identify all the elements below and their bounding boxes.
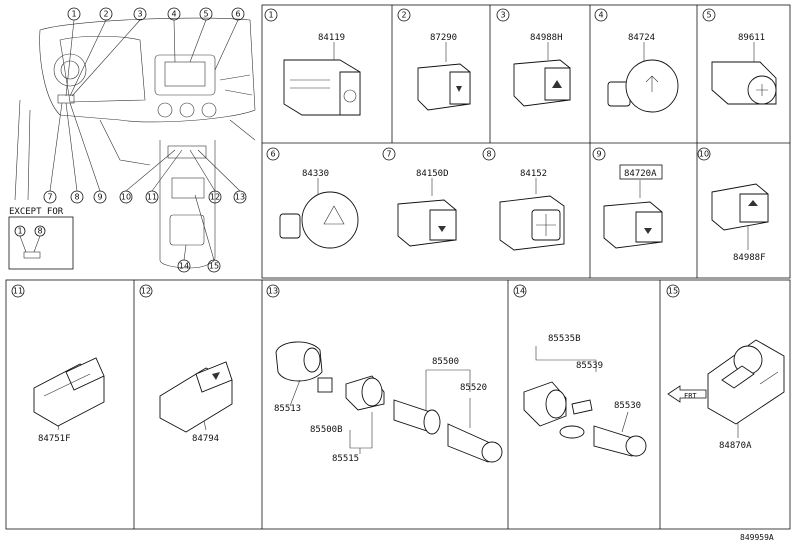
panel-12-marker: 12	[141, 287, 151, 296]
panel-12: 12 84794	[139, 284, 233, 444]
callout-14: 14	[179, 262, 189, 271]
panel-15: 15 84870A FRT	[666, 284, 785, 451]
callout-2: 2	[103, 10, 108, 19]
callout-4: 4	[171, 10, 176, 19]
panel-9: 9 84720A	[592, 147, 663, 249]
panel-7: 7 84150D	[382, 147, 457, 247]
mirror-switch-84870A-illustration	[707, 339, 785, 425]
part-number-84724: 84724	[628, 33, 655, 43]
grid-frames	[5, 4, 791, 530]
panel-14-marker: 14	[515, 287, 525, 296]
panel-8: 8 84152	[482, 147, 565, 251]
panel-4-marker: 4	[598, 11, 603, 20]
part-number-84330: 84330	[302, 169, 329, 179]
panel-10-marker: 10	[699, 150, 709, 159]
panel-13: 13 85513 85500B 85515 85500 85520	[266, 284, 503, 464]
cigarette-lighter-illustration	[275, 341, 503, 463]
frt-label: FRT	[684, 392, 697, 400]
panel-1: 1 84119	[264, 8, 361, 116]
panel-10: 10 84988F	[697, 147, 769, 263]
panel-6: 6 84330	[266, 147, 359, 249]
panel-5: 5 89611	[702, 8, 777, 105]
callout-3: 3	[137, 10, 142, 19]
part-number-84794: 84794	[192, 434, 219, 444]
switch-84330-illustration	[279, 191, 359, 249]
callout-8: 8	[74, 193, 79, 202]
panel-5-marker: 5	[706, 11, 711, 20]
except-label: EXCEPT FOR	[9, 207, 64, 217]
part-number-85515: 85515	[332, 454, 359, 464]
part-number-84988H: 84988H	[530, 33, 563, 43]
callout-13: 13	[235, 193, 245, 202]
panel-8-marker: 8	[486, 150, 491, 159]
panel-14: 14 85535B 85539 85530	[513, 284, 647, 457]
panel-3: 3 84988H	[496, 8, 571, 107]
power-outlet-illustration	[523, 346, 647, 457]
part-number-87290: 87290	[430, 33, 457, 43]
switch-84150D-illustration	[397, 199, 457, 247]
panel-15-marker: 15	[668, 287, 678, 296]
dashboard-overview: 1 2 3 4 5 6 7 8 9 10 11 12 13 14 15 EXCE…	[8, 7, 256, 273]
panel-11-marker: 11	[13, 287, 23, 296]
part-number-84150D: 84150D	[416, 169, 449, 179]
panel-13-marker: 13	[268, 287, 278, 296]
except-box: EXCEPT FOR 1 8	[8, 207, 74, 270]
part-number-84870A: 84870A	[719, 441, 752, 451]
panel-9-marker: 9	[596, 150, 601, 159]
panel-7-marker: 7	[386, 150, 391, 159]
switch-84119-illustration	[283, 59, 361, 116]
part-number-89611: 89611	[738, 33, 765, 43]
callout-11: 11	[147, 193, 157, 202]
part-number-84751F: 84751F	[38, 434, 71, 444]
part-number-84119: 84119	[318, 33, 345, 43]
switch-87290-illustration	[417, 63, 471, 111]
panel-4: 4 84724	[594, 8, 679, 113]
part-number-84152: 84152	[520, 169, 547, 179]
panel-2-marker: 2	[401, 11, 406, 20]
part-number-85500: 85500	[432, 357, 459, 367]
callout-5: 5	[203, 10, 208, 19]
switch-84988F-illustration	[711, 183, 769, 231]
callout-top-row: 1 2 3 4 5 6	[65, 7, 245, 97]
callout-10: 10	[121, 193, 131, 202]
panel-3-marker: 3	[500, 11, 505, 20]
callout-6: 6	[235, 10, 240, 19]
callout-12: 12	[210, 193, 220, 202]
part-number-85500B: 85500B	[310, 425, 343, 435]
part-number-85530: 85530	[614, 401, 641, 411]
except-marker-8: 8	[37, 227, 42, 236]
part-number-84720A: 84720A	[624, 169, 657, 179]
part-number-85520: 85520	[460, 383, 487, 393]
panel-11: 11 84751F	[11, 284, 105, 444]
callout-mid-row: 7 8 9 10 11 12 13	[43, 102, 247, 204]
switch-84988H-illustration	[513, 59, 571, 107]
part-number-85513: 85513	[274, 404, 301, 414]
switch-89611-illustration	[711, 61, 777, 105]
callout-7: 7	[47, 193, 52, 202]
switch-84720A-illustration	[603, 201, 663, 249]
callout-9: 9	[97, 193, 102, 202]
panel-2: 2 87290	[397, 8, 471, 111]
part-number-85539: 85539	[576, 361, 603, 371]
part-number-85535B: 85535B	[548, 334, 581, 344]
switch-84724-illustration	[607, 59, 679, 113]
callout-bottom-row: 14 15	[177, 194, 221, 273]
switch-84794-illustration	[159, 361, 233, 433]
diagram-code: 849959A	[740, 533, 774, 542]
callout-1: 1	[71, 10, 76, 19]
panel-6-marker: 6	[270, 150, 275, 159]
switch-84751F-illustration	[33, 357, 105, 427]
except-marker-1: 1	[17, 227, 22, 236]
switch-84152-illustration	[499, 195, 565, 251]
part-number-84988F: 84988F	[733, 253, 766, 263]
panel-1-marker: 1	[268, 11, 273, 20]
frt-arrow: FRT	[667, 385, 707, 403]
callout-15: 15	[209, 262, 219, 271]
